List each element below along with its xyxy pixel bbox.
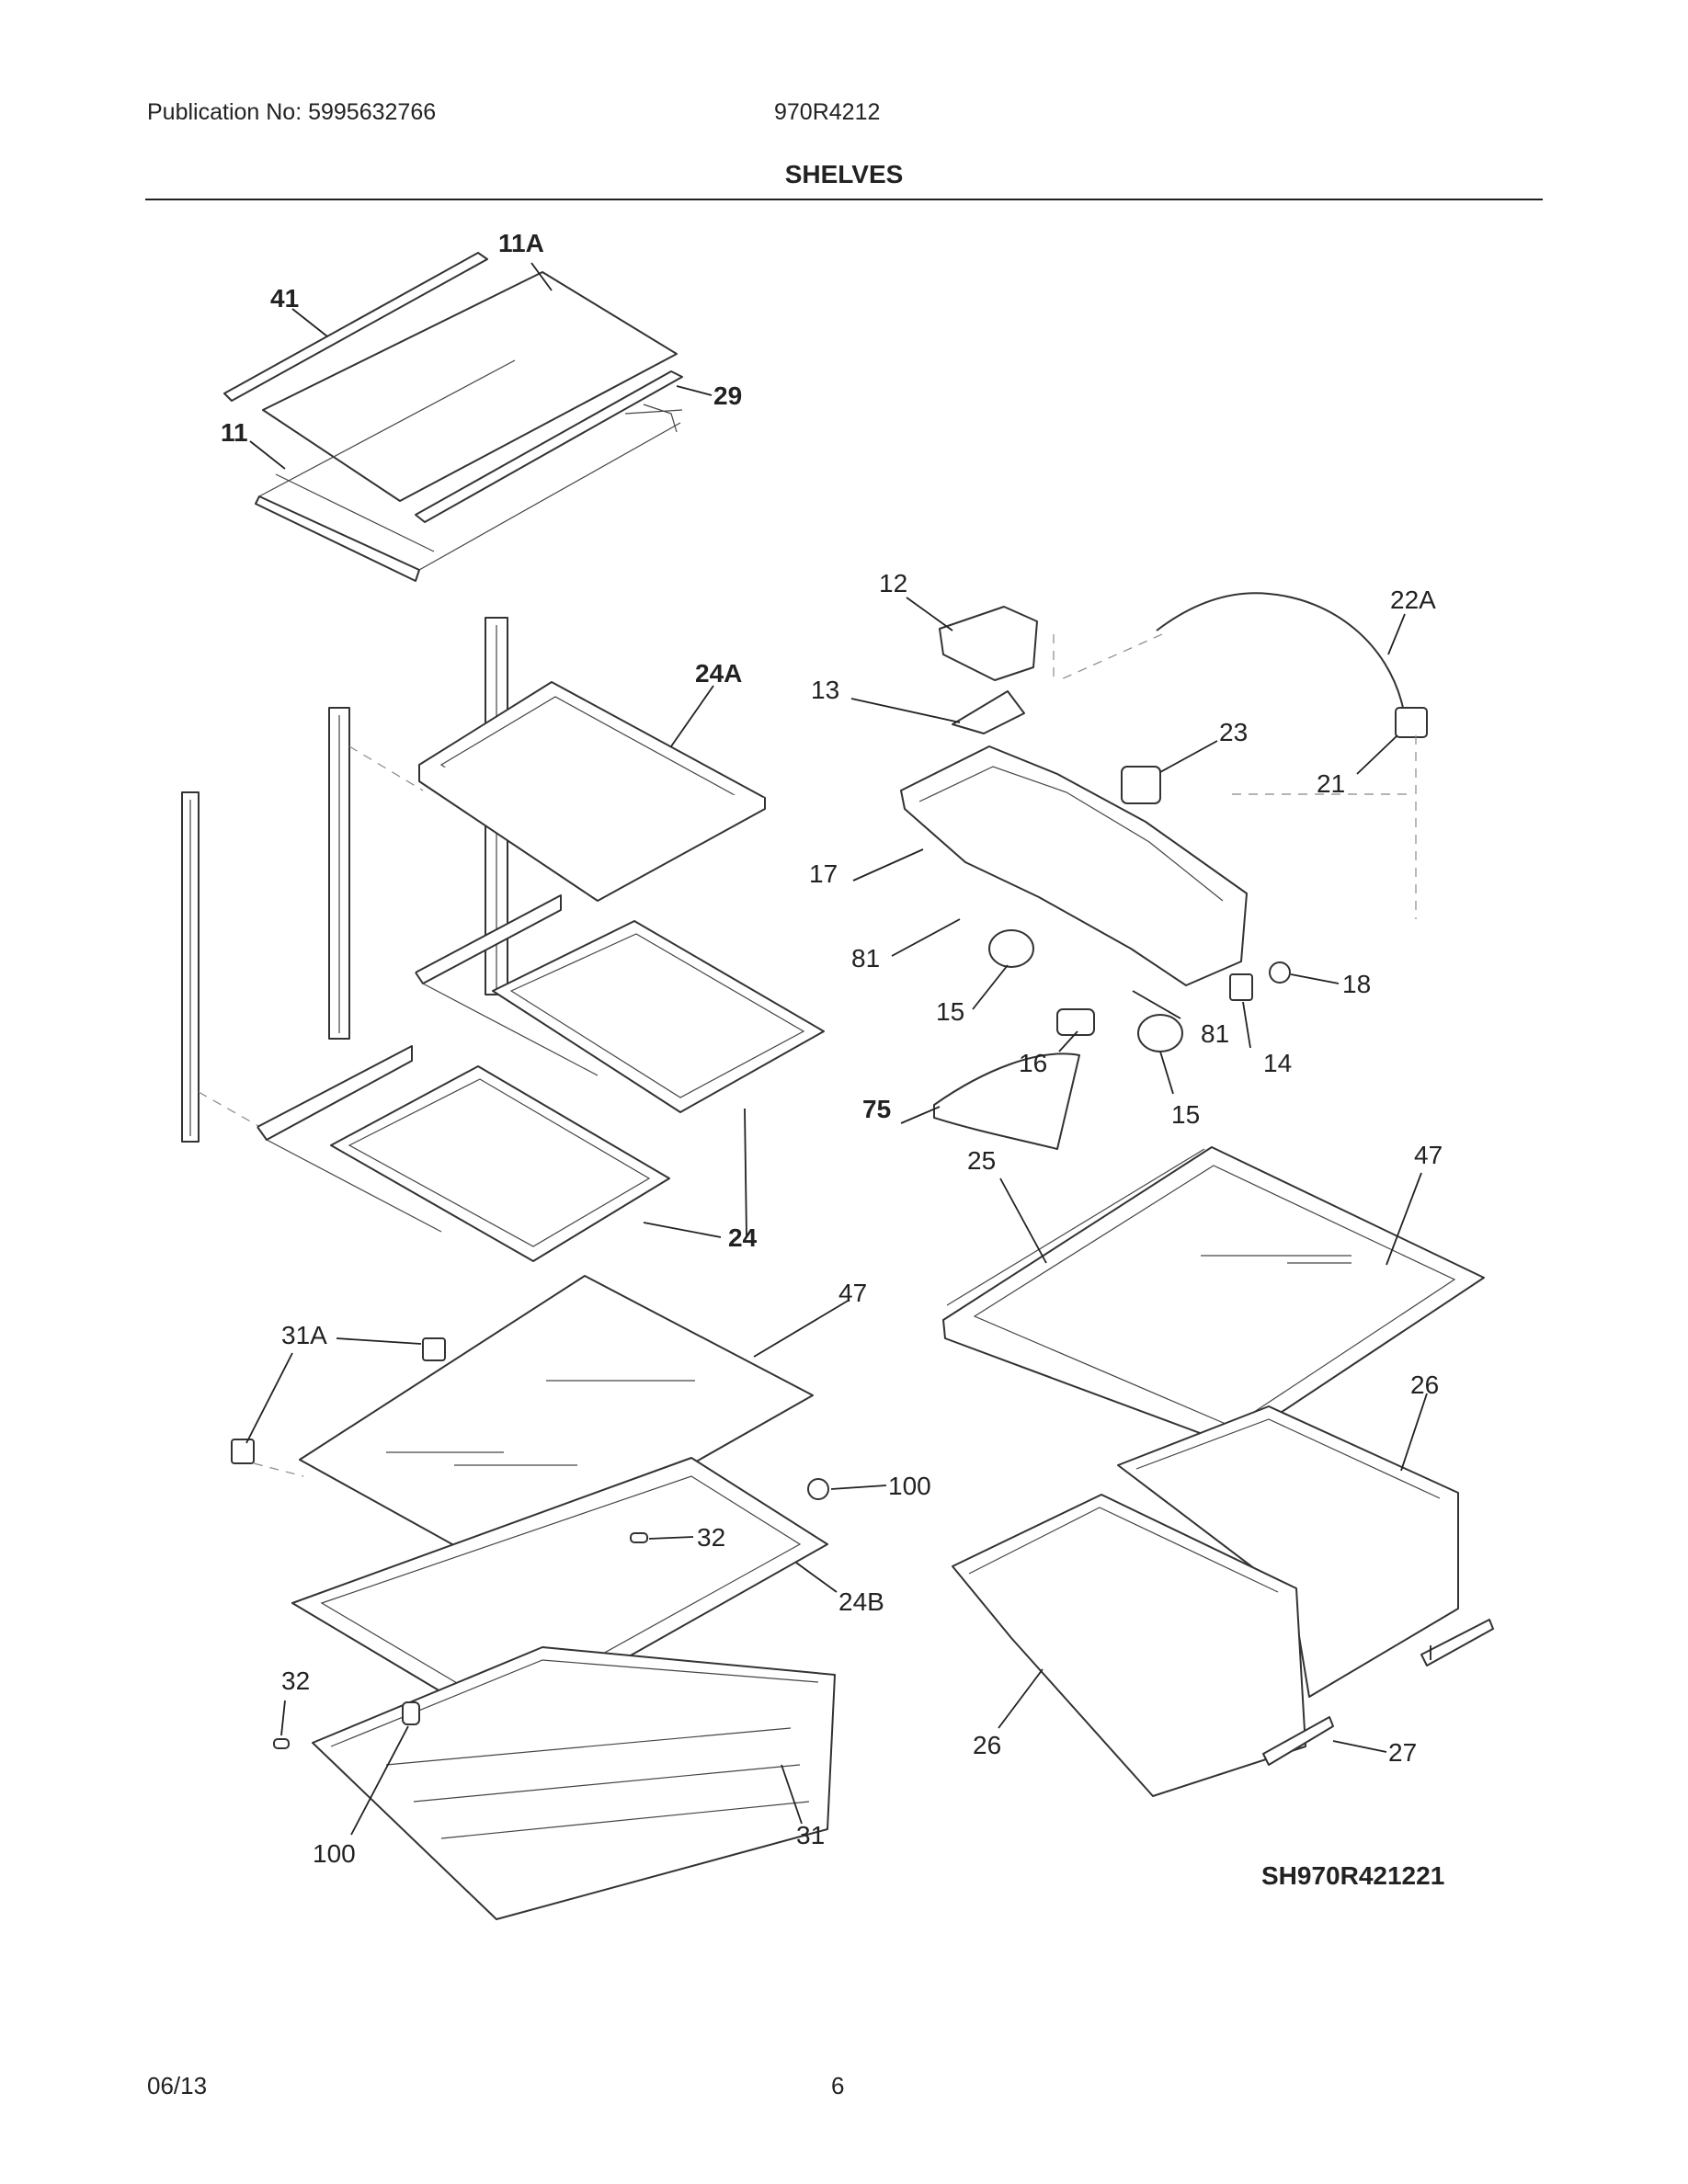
crisper-drawers (952, 1405, 1494, 1797)
diagram-code: SH970R421221 (1261, 1861, 1444, 1890)
connector-21 (1395, 707, 1428, 738)
shelf-rails (181, 617, 508, 1143)
callout-17: 17 (809, 859, 838, 888)
callout-22A: 22A (1390, 586, 1436, 614)
trim-strip-41 (223, 252, 488, 402)
footer-page-number: 6 (831, 2072, 845, 2099)
page-title: SHELVES (784, 160, 904, 188)
callout-23: 23 (1219, 718, 1248, 746)
callout-32-left: 32 (281, 1666, 310, 1695)
drawer-26-front (952, 1494, 1306, 1797)
bracket-31A-right (422, 1337, 446, 1361)
clip-100-right (807, 1478, 829, 1500)
callout-81-left: 81 (851, 944, 880, 973)
callout-31A: 31A (281, 1321, 327, 1349)
socket-16 (1056, 1008, 1095, 1036)
slide-27-right (1420, 1619, 1494, 1666)
crisper-cover-assembly (942, 1146, 1485, 1446)
header-rule (145, 199, 1543, 200)
callout-47-left: 47 (838, 1279, 867, 1307)
callout-47-right: 47 (1414, 1141, 1443, 1169)
leader-lines (245, 262, 1431, 1836)
callout-11: 11 (221, 418, 248, 447)
shelf-24-upper (415, 894, 825, 1113)
bulb-15-right (1137, 1014, 1183, 1052)
bulb-15-left (988, 929, 1034, 968)
part-32-right (630, 1532, 648, 1543)
callout-100-left: 100 (313, 1839, 356, 1868)
part-18 (1269, 961, 1291, 984)
switch-14 (1229, 973, 1253, 1001)
callout-labels: 11A 41 29 11 24A 24 12 13 22A 23 21 17 8… (221, 229, 1444, 1890)
callout-18: 18 (1342, 970, 1371, 998)
clip-100-left (402, 1701, 420, 1725)
part-12 (939, 606, 1038, 681)
cover-25 (942, 1146, 1485, 1446)
callout-15-right: 15 (1171, 1100, 1200, 1129)
shelf-24-lower (257, 1045, 670, 1262)
pan-31 (312, 1646, 836, 1920)
bracket-31A-left (231, 1439, 255, 1464)
glass-panel-11A (262, 271, 678, 502)
publication-number: Publication No: 5995632766 (147, 99, 437, 125)
housing-17 (900, 745, 1248, 986)
callout-21: 21 (1317, 769, 1345, 798)
callout-14: 14 (1263, 1049, 1292, 1077)
lens-75 (933, 1052, 1080, 1150)
footer-date: 06/13 (147, 2072, 208, 2099)
callout-11A: 11A (498, 229, 544, 257)
wire-harness-22A (1156, 592, 1404, 709)
callout-12: 12 (879, 569, 907, 597)
callout-75: 75 (862, 1095, 891, 1123)
shelf-frame-11 (255, 495, 420, 582)
callout-24B: 24B (838, 1587, 884, 1616)
callout-16: 16 (1019, 1049, 1047, 1077)
glass-47 (299, 1275, 814, 1573)
light-housing-assembly (900, 592, 1428, 1150)
callout-26-left: 26 (973, 1731, 1001, 1759)
callout-13: 13 (811, 676, 839, 704)
callout-24A: 24A (695, 659, 742, 688)
part-32-left (273, 1738, 290, 1749)
model-number: 970R4212 (774, 99, 881, 125)
callout-41: 41 (270, 284, 299, 313)
meat-pan-assembly (231, 1275, 836, 1920)
callout-15-left: 15 (936, 997, 964, 1026)
callout-26-right: 26 (1410, 1371, 1439, 1399)
control-23 (1121, 766, 1161, 804)
trim-strip-29 (415, 370, 683, 523)
shelf-24A (418, 681, 766, 902)
frame-24B (291, 1457, 828, 1729)
callout-81-right: 81 (1201, 1019, 1229, 1048)
callout-100-right: 100 (888, 1472, 931, 1500)
slide-27-left (1262, 1716, 1334, 1766)
callout-32-right: 32 (697, 1523, 725, 1552)
callout-25: 25 (967, 1146, 996, 1175)
part-13 (952, 690, 1025, 734)
callout-27: 27 (1388, 1738, 1417, 1767)
glass-shelf-assembly (223, 252, 683, 582)
callout-31: 31 (796, 1821, 825, 1849)
callout-24: 24 (728, 1223, 758, 1252)
callout-29: 29 (713, 381, 742, 410)
